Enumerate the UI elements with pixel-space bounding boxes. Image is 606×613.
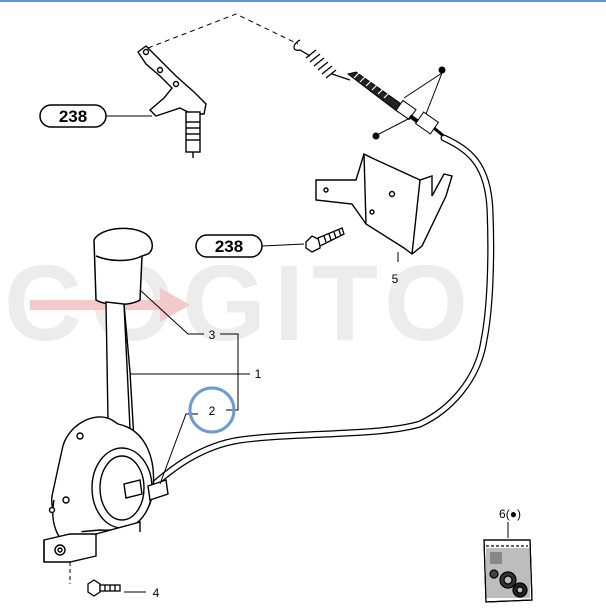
bullet-markers	[372, 66, 446, 140]
cable-adjuster	[346, 71, 447, 140]
housing-bolt	[87, 579, 121, 597]
mounting-bracket	[315, 153, 453, 255]
part-number-2: 2	[209, 404, 216, 418]
linkage-bracket	[137, 45, 207, 158]
watermark: COGITO	[4, 242, 468, 363]
part-number-1: 1	[255, 367, 262, 381]
spare-parts-kit[interactable]	[483, 539, 533, 603]
part-number-5: 5	[392, 272, 399, 286]
callout-238-middle[interactable]: 238	[195, 234, 305, 258]
bracket-bolt	[305, 227, 345, 253]
callout-238-top-label: 238	[59, 107, 87, 126]
callout-238-top[interactable]: 238	[39, 104, 152, 128]
highlight-ring[interactable]	[188, 386, 236, 434]
callout-238-middle-label: 238	[215, 237, 243, 256]
part-number-3: 3	[209, 328, 216, 342]
part-number-6: 6(●)	[499, 507, 521, 521]
top-edge-line	[0, 0, 606, 2]
lever-housing	[48, 416, 169, 547]
leader-lines	[124, 252, 399, 593]
part-number-4: 4	[153, 586, 160, 600]
dashed-leader-top	[147, 13, 299, 49]
control-cable-inner	[147, 135, 493, 491]
housing-base	[43, 521, 141, 563]
return-spring	[293, 39, 351, 81]
